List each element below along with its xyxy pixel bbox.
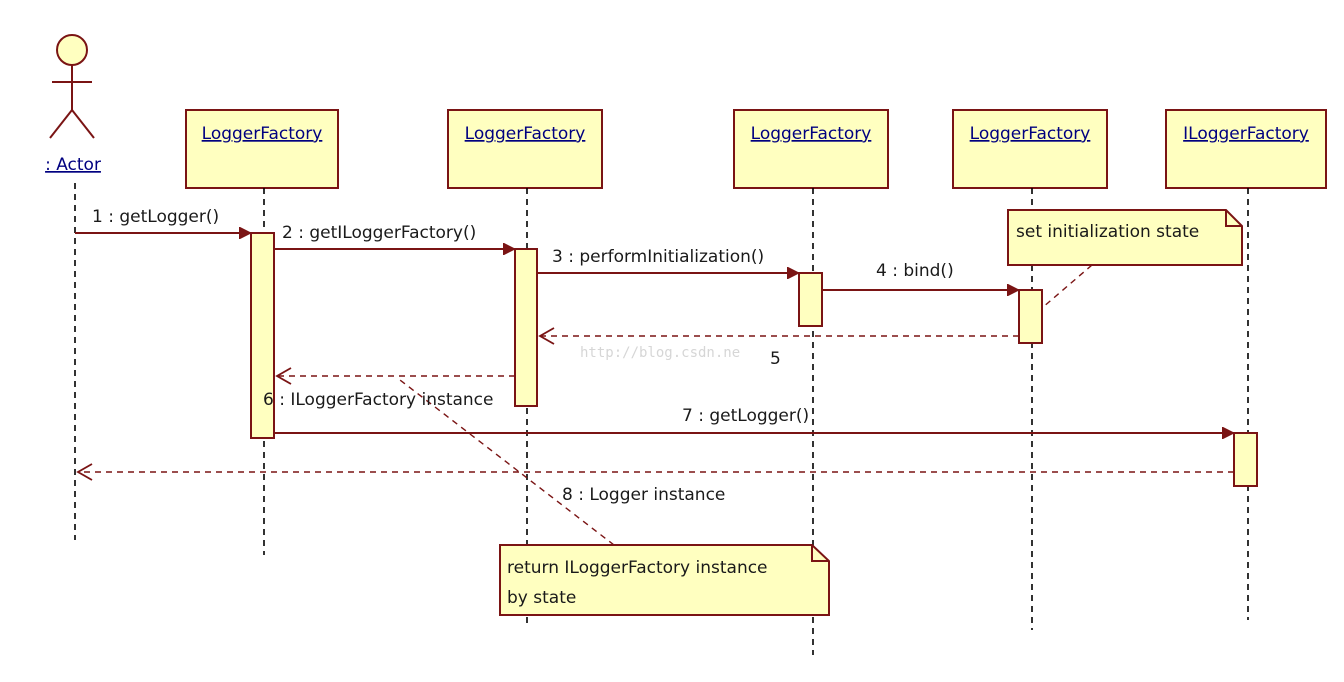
- lifeline-3: LoggerFactory: [733, 109, 889, 655]
- actor-left-leg: [49, 109, 73, 139]
- lifeline-4-box: [952, 109, 1108, 189]
- note-return-line-1: return ILoggerFactory instance: [507, 558, 768, 578]
- message-7-label: 7 : getLogger(): [682, 406, 809, 426]
- lifeline-3-label: LoggerFactory: [751, 124, 872, 144]
- message-3-label: 3 : performInitialization(): [552, 247, 764, 267]
- lifeline-4: LoggerFactory: [952, 109, 1108, 630]
- note-initialization-text: set initialization state: [1016, 222, 1199, 242]
- lifeline-5-box: [1165, 109, 1327, 189]
- message-8-label: 8 : Logger instance: [562, 485, 725, 505]
- message-6-arrowhead: [275, 367, 292, 385]
- actor-right-leg: [71, 109, 95, 139]
- activation-lifeline-1: [250, 232, 275, 439]
- watermark: http://blog.csdn.ne: [580, 345, 740, 361]
- note-anchor-return: [399, 379, 615, 546]
- message-6-label: 6 : ILoggerFactory instance: [263, 390, 494, 410]
- activation-lifeline-2: [514, 248, 538, 407]
- message-1-label: 1 : getLogger(): [92, 207, 219, 227]
- note-return-instance: return ILoggerFactory instance by state: [499, 544, 830, 616]
- lifeline-4-label: LoggerFactory: [970, 124, 1091, 144]
- lifeline-2-box: [447, 109, 603, 189]
- lifeline-2-label: LoggerFactory: [465, 124, 586, 144]
- note-initialization-box: [1007, 209, 1243, 266]
- lifeline-1-box: [185, 109, 339, 189]
- lifeline-1-label: LoggerFactory: [202, 124, 323, 144]
- note-initialization-state: set initialization state: [1007, 209, 1243, 266]
- message-8-arrowhead: [76, 463, 93, 481]
- message-5-label: 5: [770, 349, 781, 369]
- actor: : Actor: [45, 34, 101, 175]
- activation-lifeline-4: [1018, 289, 1043, 344]
- lifeline-2: LoggerFactory: [447, 109, 603, 628]
- note-return-fold: [811, 545, 829, 562]
- note-initialization-fold: [1225, 210, 1242, 227]
- message-5-arrowhead: [538, 327, 555, 345]
- lifeline-1: LoggerFactory: [185, 109, 339, 555]
- note-anchor-initialization: [1041, 264, 1093, 309]
- lifeline-3-box: [733, 109, 889, 189]
- actor-label: : Actor: [45, 155, 101, 175]
- lifeline-5: ILoggerFactory: [1165, 109, 1327, 620]
- note-return-line-2: by state: [507, 588, 576, 608]
- lifeline-5-label: ILoggerFactory: [1183, 124, 1309, 144]
- activation-lifeline-3: [798, 272, 823, 327]
- message-4-label: 4 : bind(): [876, 261, 954, 281]
- note-return-box: [499, 544, 830, 616]
- activation-lifeline-5: [1233, 432, 1258, 487]
- message-2-label: 2 : getILoggerFactory(): [282, 223, 476, 243]
- actor-head: [56, 34, 88, 66]
